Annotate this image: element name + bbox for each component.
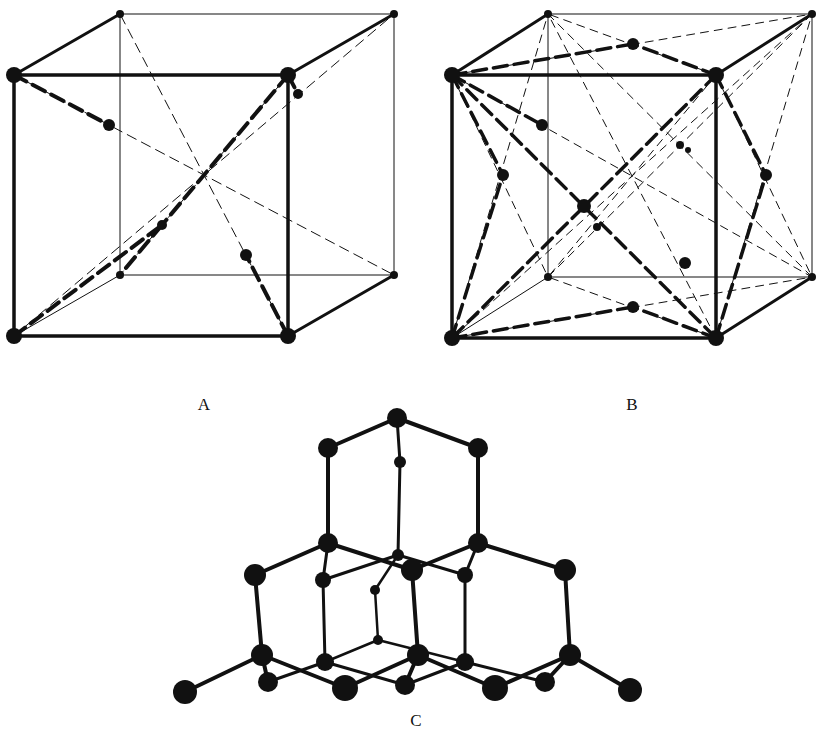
figure-label: C xyxy=(410,712,421,729)
diamond-atoms xyxy=(173,408,642,704)
atoms-a xyxy=(6,10,398,344)
cube-b xyxy=(452,14,812,338)
figure-label: B xyxy=(626,396,637,413)
cube-a xyxy=(14,14,394,336)
atoms-b xyxy=(444,10,816,346)
figure-label: A xyxy=(198,396,210,413)
diamond-network xyxy=(185,418,630,692)
